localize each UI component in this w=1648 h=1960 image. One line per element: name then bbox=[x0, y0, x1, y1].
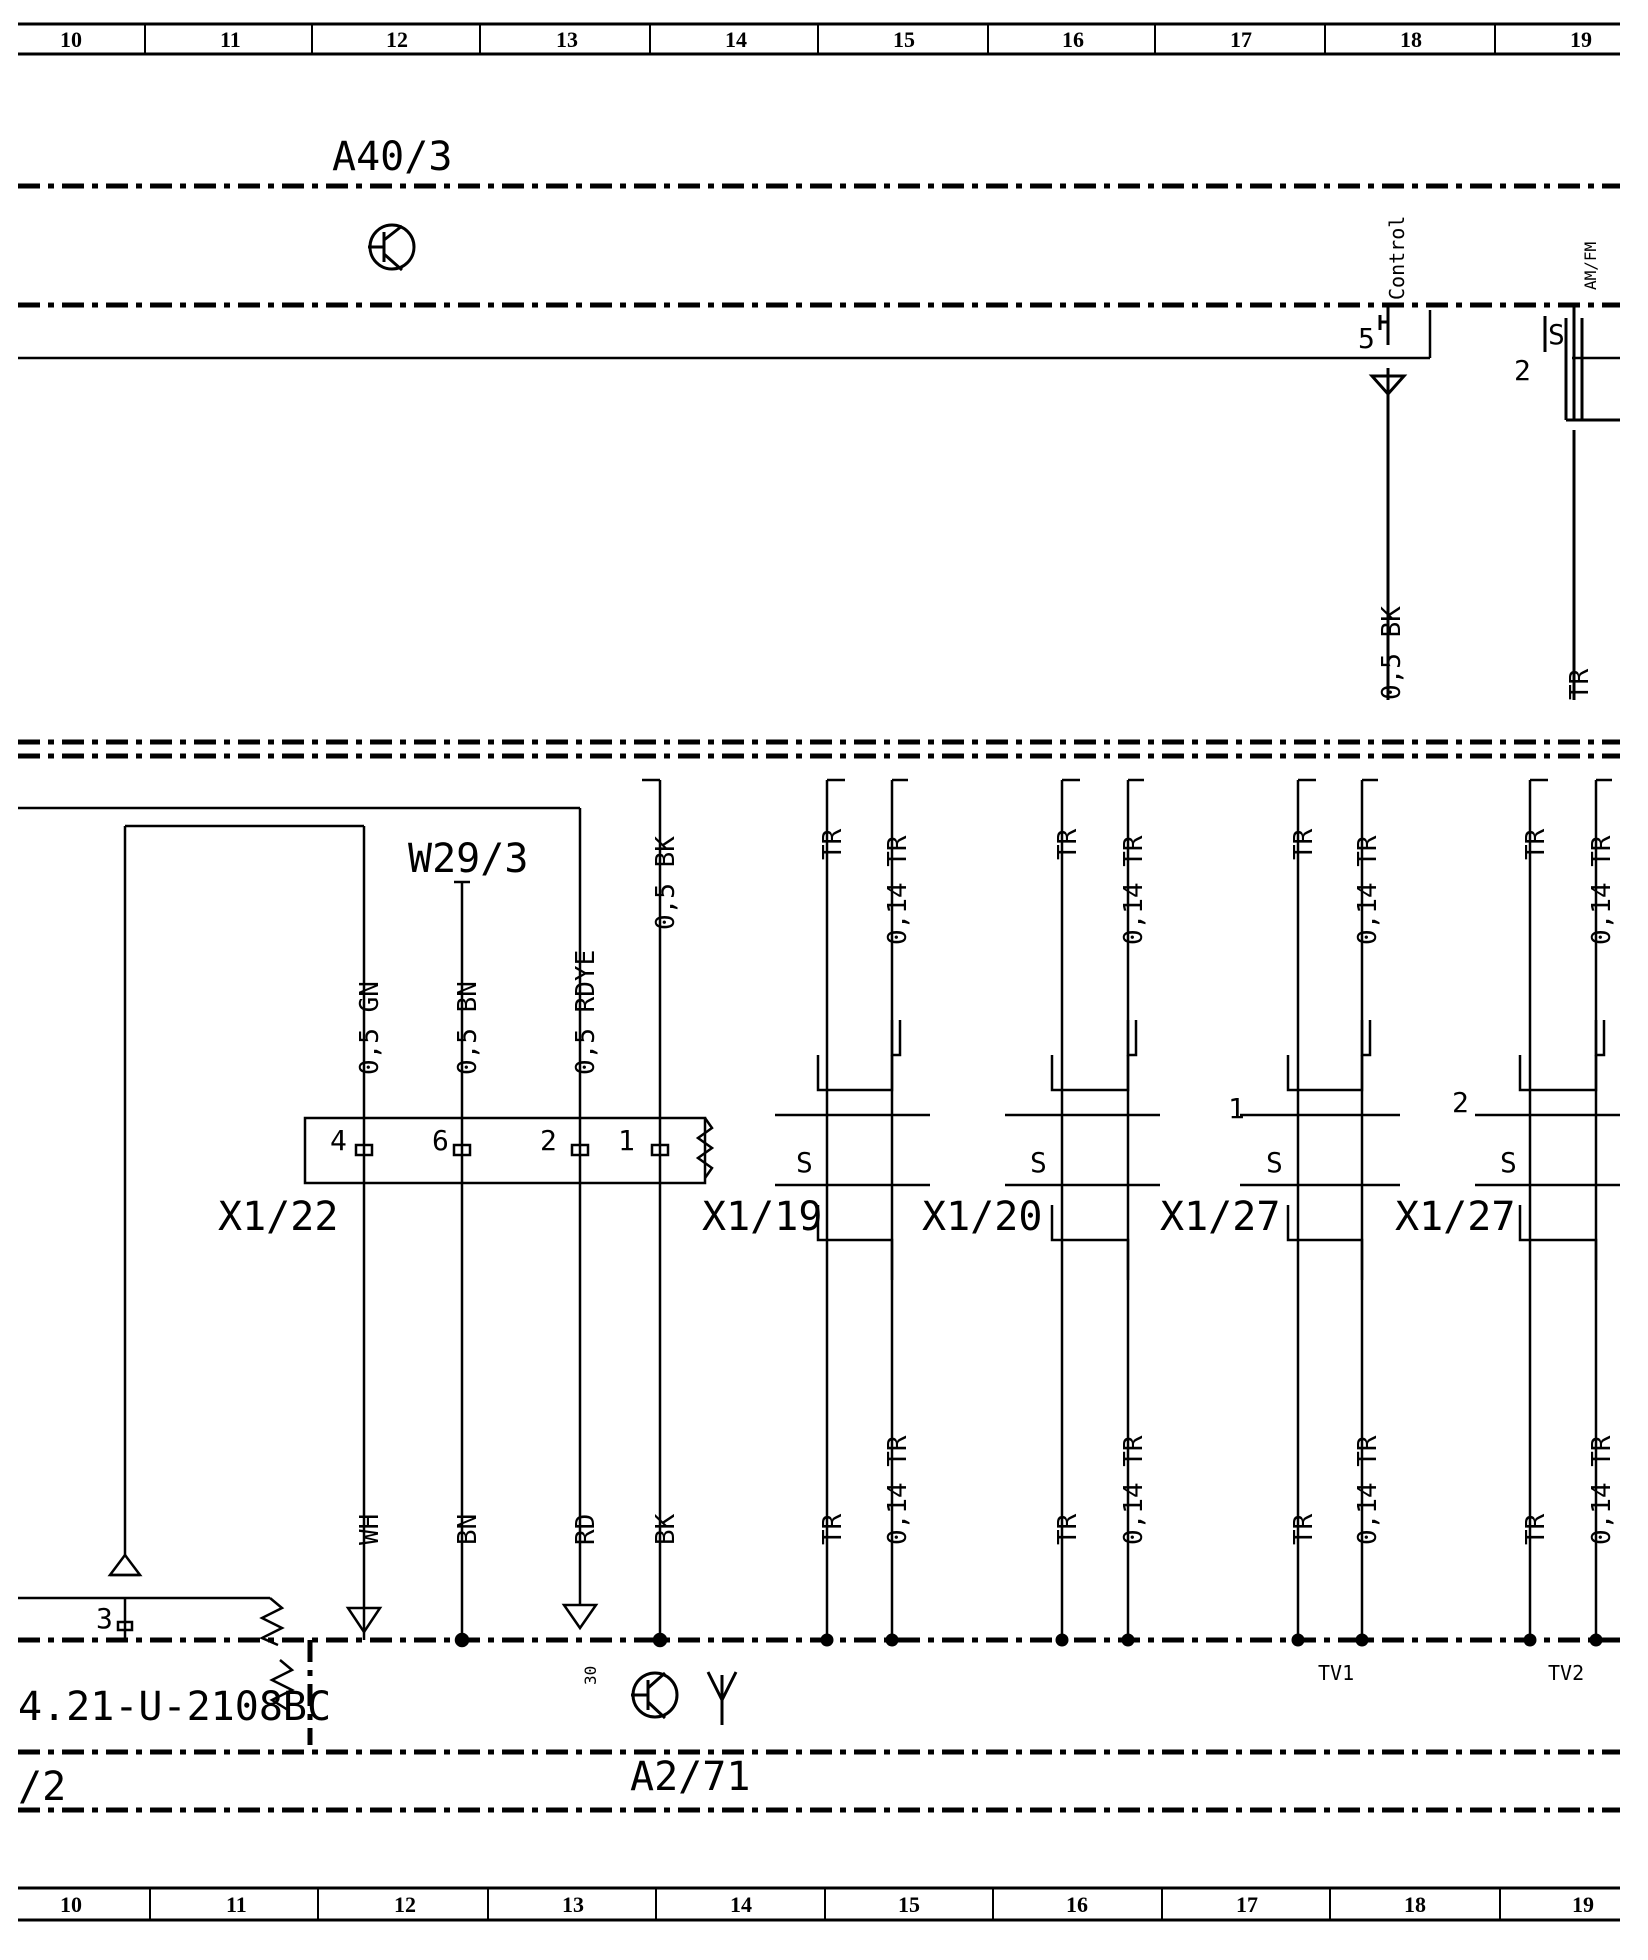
shield-label-1: S bbox=[796, 1146, 813, 1179]
ruler-bottom-15: 15 bbox=[898, 1892, 920, 1917]
wire-label-bn-low: BN bbox=[453, 1514, 483, 1545]
ruler-top-15: 15 bbox=[893, 27, 915, 52]
boundary-lines bbox=[18, 183, 1620, 1813]
wire-label-rd-low: RD bbox=[571, 1514, 601, 1545]
tr-pair-4 bbox=[1475, 778, 1620, 1640]
wire-label-tr-2a: TR bbox=[1053, 828, 1083, 860]
w29-3-wire bbox=[454, 880, 470, 1640]
ruler-bottom-18: 18 bbox=[1404, 1892, 1426, 1917]
tr-pair-3 bbox=[1240, 778, 1400, 1640]
wire-label-bk-low: BK bbox=[651, 1513, 681, 1545]
component-a2-71: A2/71 bbox=[630, 1754, 750, 1800]
ruler-bottom-19: 19 bbox=[1572, 1892, 1594, 1917]
pin-2-top: 2 bbox=[1514, 354, 1531, 387]
connector-x1-27a: X1/27 bbox=[1160, 1194, 1280, 1240]
wire-label-bk: 0,5 BK bbox=[651, 836, 681, 930]
amfm-label: AM/FM bbox=[1581, 242, 1600, 290]
ruler-bottom-12: 12 bbox=[394, 1892, 416, 1917]
wire-label-tr-2c: TR bbox=[1053, 1513, 1083, 1545]
ruler-top-13: 13 bbox=[556, 27, 578, 52]
pin-6: 6 bbox=[432, 1124, 449, 1157]
top-ruler-numbers: 10 11 12 13 14 15 16 17 18 19 bbox=[60, 27, 1592, 52]
wire-label-bn: 0,5 BN bbox=[453, 981, 483, 1075]
tr-pair-2 bbox=[1005, 778, 1160, 1640]
x1-22-connector bbox=[303, 778, 715, 1640]
control-label: Control bbox=[1385, 216, 1409, 300]
connector-x1-19: X1/19 bbox=[702, 1194, 822, 1240]
connector-x1-22: X1/22 bbox=[218, 1194, 338, 1240]
ruler-top-14: 14 bbox=[725, 27, 747, 52]
shield-label-3: S bbox=[1266, 1146, 1283, 1179]
pin-2: 2 bbox=[540, 1124, 557, 1157]
wire-label-tr14-2d: 0,14 TR bbox=[1119, 1435, 1149, 1545]
ruler-top-18: 18 bbox=[1400, 27, 1422, 52]
ruler-top-11: 11 bbox=[220, 27, 241, 52]
wire-label-tr14-4d: 0,14 TR bbox=[1587, 1435, 1617, 1545]
wire-label-tr14-3b: 0,14 TR bbox=[1353, 835, 1383, 945]
pin-1: 1 bbox=[618, 1124, 635, 1157]
wire-label-tr-3a: TR bbox=[1289, 828, 1319, 860]
control-connector bbox=[1368, 305, 1408, 700]
ruler-bottom-17: 17 bbox=[1236, 1892, 1258, 1917]
ruler-bottom-13: 13 bbox=[562, 1892, 584, 1917]
wire-label-tr-1c: TR bbox=[818, 1513, 848, 1545]
shield-label-4: S bbox=[1500, 1146, 1517, 1179]
ruler-bottom-14: 14 bbox=[730, 1892, 752, 1917]
ruler-bottom-10: 10 bbox=[60, 1892, 82, 1917]
ruler-top-19: 19 bbox=[1570, 27, 1592, 52]
wire-label-tr-1a: TR bbox=[818, 828, 848, 860]
pin-3: 3 bbox=[96, 1602, 113, 1635]
component-a40-3: A40/3 bbox=[332, 134, 452, 180]
left-part-number: 4.21-U-2108BC bbox=[18, 1684, 331, 1730]
ruler-bottom-16: 16 bbox=[1066, 1892, 1088, 1917]
wire-label-tr-4c: TR bbox=[1521, 1513, 1551, 1545]
a2-71-transistor-icon bbox=[631, 1671, 679, 1720]
top-bus-wire bbox=[18, 310, 1620, 360]
pin-2-tr4: 2 bbox=[1452, 1086, 1469, 1119]
left-wiring bbox=[18, 806, 582, 1577]
bottom-ruler bbox=[18, 1886, 1620, 1922]
ruler-top-12: 12 bbox=[386, 27, 408, 52]
tr-pair-1 bbox=[775, 778, 930, 1640]
tv1-label: TV1 bbox=[1318, 1661, 1354, 1685]
bus-junctions bbox=[820, 1633, 1603, 1647]
top-ruler bbox=[18, 22, 1620, 56]
wire-label-tr14-1b: 0,14 TR bbox=[883, 835, 913, 945]
wire-label-tr14-1d: 0,14 TR bbox=[883, 1435, 913, 1545]
amfm-connector bbox=[1543, 305, 1620, 700]
wire-label-wh: WH bbox=[355, 1514, 385, 1545]
pin-4: 4 bbox=[330, 1124, 347, 1157]
bottom-ruler-numbers: 10 11 12 13 14 15 16 17 18 19 bbox=[60, 1892, 1594, 1917]
ruler-bottom-11: 11 bbox=[226, 1892, 247, 1917]
left-reference: /2 bbox=[18, 1764, 66, 1810]
shield-label-2: S bbox=[1030, 1146, 1047, 1179]
ground-symbols bbox=[345, 1585, 668, 1648]
left-module bbox=[18, 1596, 295, 1712]
shield-label-top: S bbox=[1548, 318, 1565, 351]
connector-x1-20: X1/20 bbox=[922, 1194, 1042, 1240]
tv2-label: TV2 bbox=[1548, 1661, 1584, 1685]
ruler-top-16: 16 bbox=[1062, 27, 1084, 52]
ruler-top-17: 17 bbox=[1230, 27, 1252, 52]
wire-label-tr14-4b: 0,14 TR bbox=[1587, 835, 1617, 945]
wire-label-gn: 0,5 GN bbox=[355, 981, 385, 1075]
pin-30-label: 30 bbox=[581, 1666, 600, 1685]
transistor-icon bbox=[368, 223, 416, 272]
ruler-top-10: 10 bbox=[60, 27, 82, 52]
component-w29-3: W29/3 bbox=[408, 836, 528, 882]
pin-5: 5 bbox=[1358, 322, 1375, 355]
wire-label-tr14-3d: 0,14 TR bbox=[1353, 1435, 1383, 1545]
wire-label-tr-3c: TR bbox=[1289, 1513, 1319, 1545]
wire-label-rdye: 0,5 RDYE bbox=[571, 950, 601, 1075]
wire-label-top-tr: TR bbox=[1565, 668, 1595, 700]
connector-x1-27b: X1/27 bbox=[1395, 1194, 1515, 1240]
antenna-icon bbox=[706, 1671, 738, 1725]
wire-label-top-bk: 0,5 BK bbox=[1377, 606, 1407, 700]
wire-label-tr-4a: TR bbox=[1521, 828, 1551, 860]
pin-1-tr3: 1 bbox=[1228, 1092, 1245, 1125]
wire-label-tr14-2b: 0,14 TR bbox=[1119, 835, 1149, 945]
